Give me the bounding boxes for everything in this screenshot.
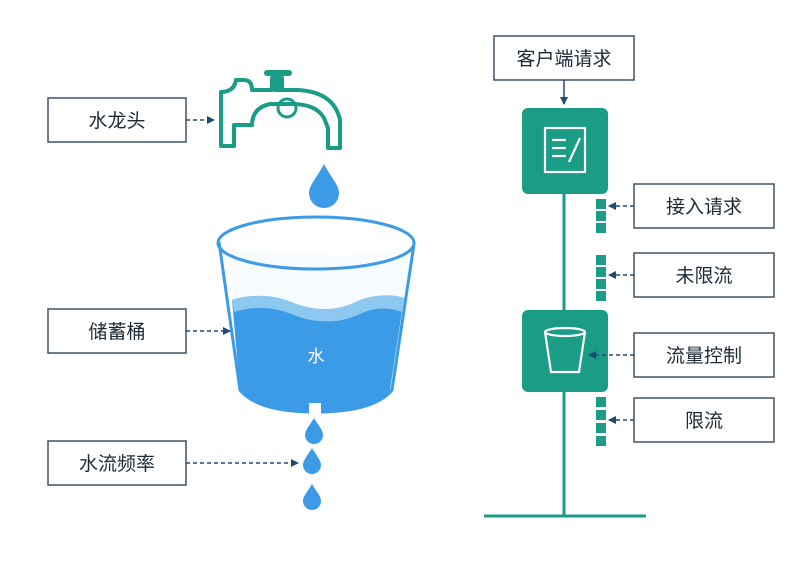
bucket-label: 储蓄桶 [88, 321, 145, 343]
water-label: 水 [308, 347, 325, 367]
water-drop-icon [305, 418, 323, 444]
accept-request-label: 接入请求 [666, 196, 742, 218]
faucet-label-box: 水龙头 [47, 97, 187, 143]
faucet-icon [219, 70, 342, 150]
water-drop-icon [309, 164, 339, 208]
flow-control-node [522, 310, 608, 392]
accept-request-box: 接入请求 [633, 183, 775, 229]
bucket-icon [216, 215, 416, 415]
document-icon [543, 126, 587, 174]
water-drop-icon [303, 484, 321, 510]
flow-control-label: 流量控制 [666, 345, 742, 367]
client-request-label: 客户端请求 [516, 48, 611, 70]
cup-icon [543, 326, 587, 374]
limited-request-tokens [596, 397, 606, 446]
unlimited-label: 未限流 [675, 265, 732, 287]
bucket-label-box: 储蓄桶 [47, 308, 187, 354]
flow-rate-label-box: 水流频率 [47, 440, 187, 486]
unlimited-box: 未限流 [633, 252, 775, 298]
flow-control-box: 流量控制 [633, 332, 775, 378]
unlimited-request-tokens [596, 255, 606, 301]
accepted-request-tokens [596, 199, 606, 233]
client-request-box: 客户端请求 [493, 35, 635, 81]
limited-label: 限流 [685, 410, 723, 432]
limited-box: 限流 [633, 397, 775, 443]
water-drop-icon [303, 448, 321, 474]
request-document-node [522, 108, 608, 194]
faucet-label: 水龙头 [88, 110, 145, 132]
flow-rate-label: 水流频率 [79, 453, 155, 475]
